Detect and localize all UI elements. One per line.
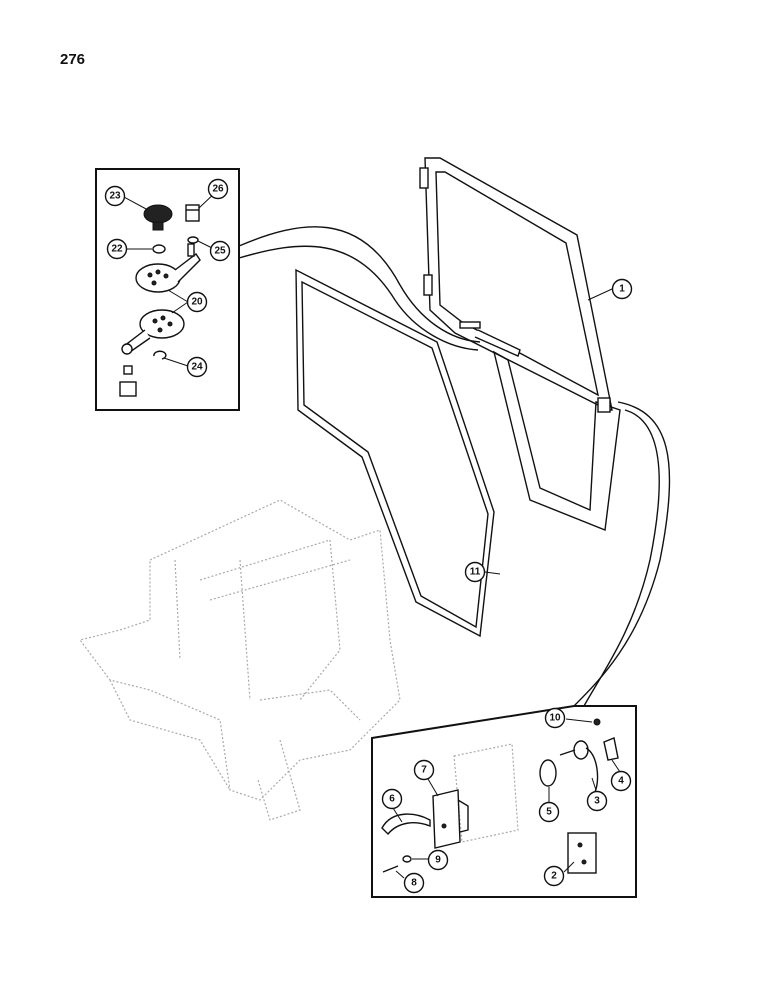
callout-9: 9 [427,849,449,871]
connector-band-upper-edge [238,245,479,351]
cab-outline [78,499,401,821]
callout-8: 8 [403,872,425,894]
callout-label: 10 [549,713,561,724]
callout-22: 22 [106,238,128,260]
callout-label: 25 [214,246,226,257]
callout-1: 1 [611,278,633,300]
callout-3: 3 [586,790,608,812]
callout-label: 23 [109,191,121,202]
bottom-nut-part [119,365,137,397]
callout-6: 6 [381,788,403,810]
cam-part [603,737,619,761]
upper-plate-part [135,243,201,293]
screw-part [593,718,601,726]
seal-part [295,268,495,638]
callout-26: 26 [207,178,229,200]
callout-label: 5 [546,807,552,818]
callout-label: 7 [421,765,427,776]
callout-label: 20 [191,297,203,308]
callout-25: 25 [209,240,231,262]
washer-part [187,236,199,244]
page-number: 276 [60,51,85,68]
callout-label: 6 [389,794,395,805]
washer-part [152,244,166,254]
bracket-part [432,789,469,849]
callout-label: 1 [619,284,625,295]
callout-10: 10 [544,707,566,729]
callout-20: 20 [186,291,208,313]
callout-label: 26 [212,184,224,195]
connector-band-lower-edge [583,409,660,707]
lower-plate-part [121,309,185,355]
screw-part [382,865,399,873]
callout-label: 3 [594,796,600,807]
latch-detail-box [95,168,240,411]
knob-part [143,204,173,231]
callout-label: 4 [618,776,624,787]
callout-7: 7 [413,759,435,781]
callout-label: 11 [470,567,481,578]
callout-23: 23 [104,185,126,207]
washer-part [402,855,412,863]
handle-part [381,813,431,836]
callout-11: 11 [464,561,486,583]
escutcheon-part [539,759,557,787]
callout-24: 24 [186,356,208,378]
door-frame-part [419,157,621,531]
callout-4: 4 [610,770,632,792]
callout-label: 2 [551,871,557,882]
connector-band-upper [238,226,481,343]
callout-label: 9 [435,855,441,866]
callout-label: 24 [191,362,203,373]
callout-2: 2 [543,865,565,887]
nut-part [185,204,200,222]
striker-plate-part [567,832,597,874]
callout-5: 5 [538,801,560,823]
door-latch-detail-box [371,705,637,898]
callout-label: 22 [111,244,123,255]
callout-label: 8 [411,878,417,889]
